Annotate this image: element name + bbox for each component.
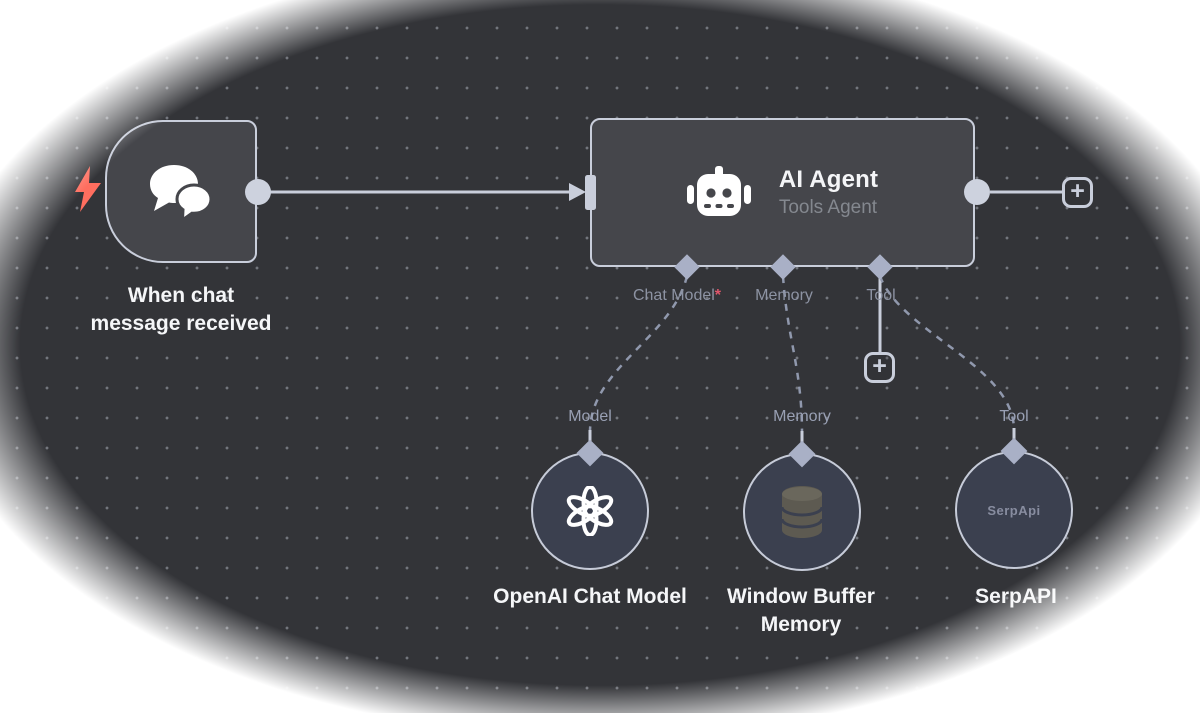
agent-title: AI Agent [778, 166, 879, 193]
agent-port-label-memory: Memory [755, 287, 813, 304]
serpapi-port-label: Tool [999, 408, 1029, 425]
plus-icon: + [872, 352, 887, 380]
agent-text: AI Agent Tools Agent [779, 166, 878, 219]
openai-logo-icon [566, 486, 614, 536]
openai-chat-model-node[interactable] [531, 452, 649, 570]
openai-port-label: Model [568, 408, 612, 425]
serpapi-node[interactable]: SerpApi [955, 451, 1073, 569]
port-label-text: Chat Model [632, 287, 715, 304]
required-marker: * [714, 287, 722, 304]
add-tool-button[interactable]: + [864, 352, 895, 383]
serpapi-logo-text: SerpApi [987, 502, 1041, 518]
database-icon [780, 486, 824, 538]
memory-port-label: Memory [773, 408, 831, 425]
agent-port-label-chatmodel: Chat Model* [633, 287, 721, 305]
chat-bubbles-icon [150, 164, 213, 220]
robot-icon [686, 165, 751, 216]
agent-subtitle: Tools Agent [778, 197, 878, 218]
ai-agent-node[interactable]: AI Agent Tools Agent [590, 118, 975, 267]
trigger-node-label: When chat message received [90, 284, 272, 335]
add-node-button-right[interactable]: + [1062, 177, 1093, 208]
chat-trigger-node[interactable] [105, 120, 257, 263]
agent-port-label-tool: Tool [866, 287, 896, 304]
plus-icon: + [1070, 177, 1085, 205]
memory-node-label: Window Buffer Memory [727, 585, 875, 636]
openai-node-label: OpenAI Chat Model [493, 585, 687, 608]
lightning-bolt-icon [75, 166, 101, 212]
window-buffer-memory-node[interactable] [743, 453, 861, 571]
serpapi-node-label: SerpAPI [975, 585, 1057, 608]
